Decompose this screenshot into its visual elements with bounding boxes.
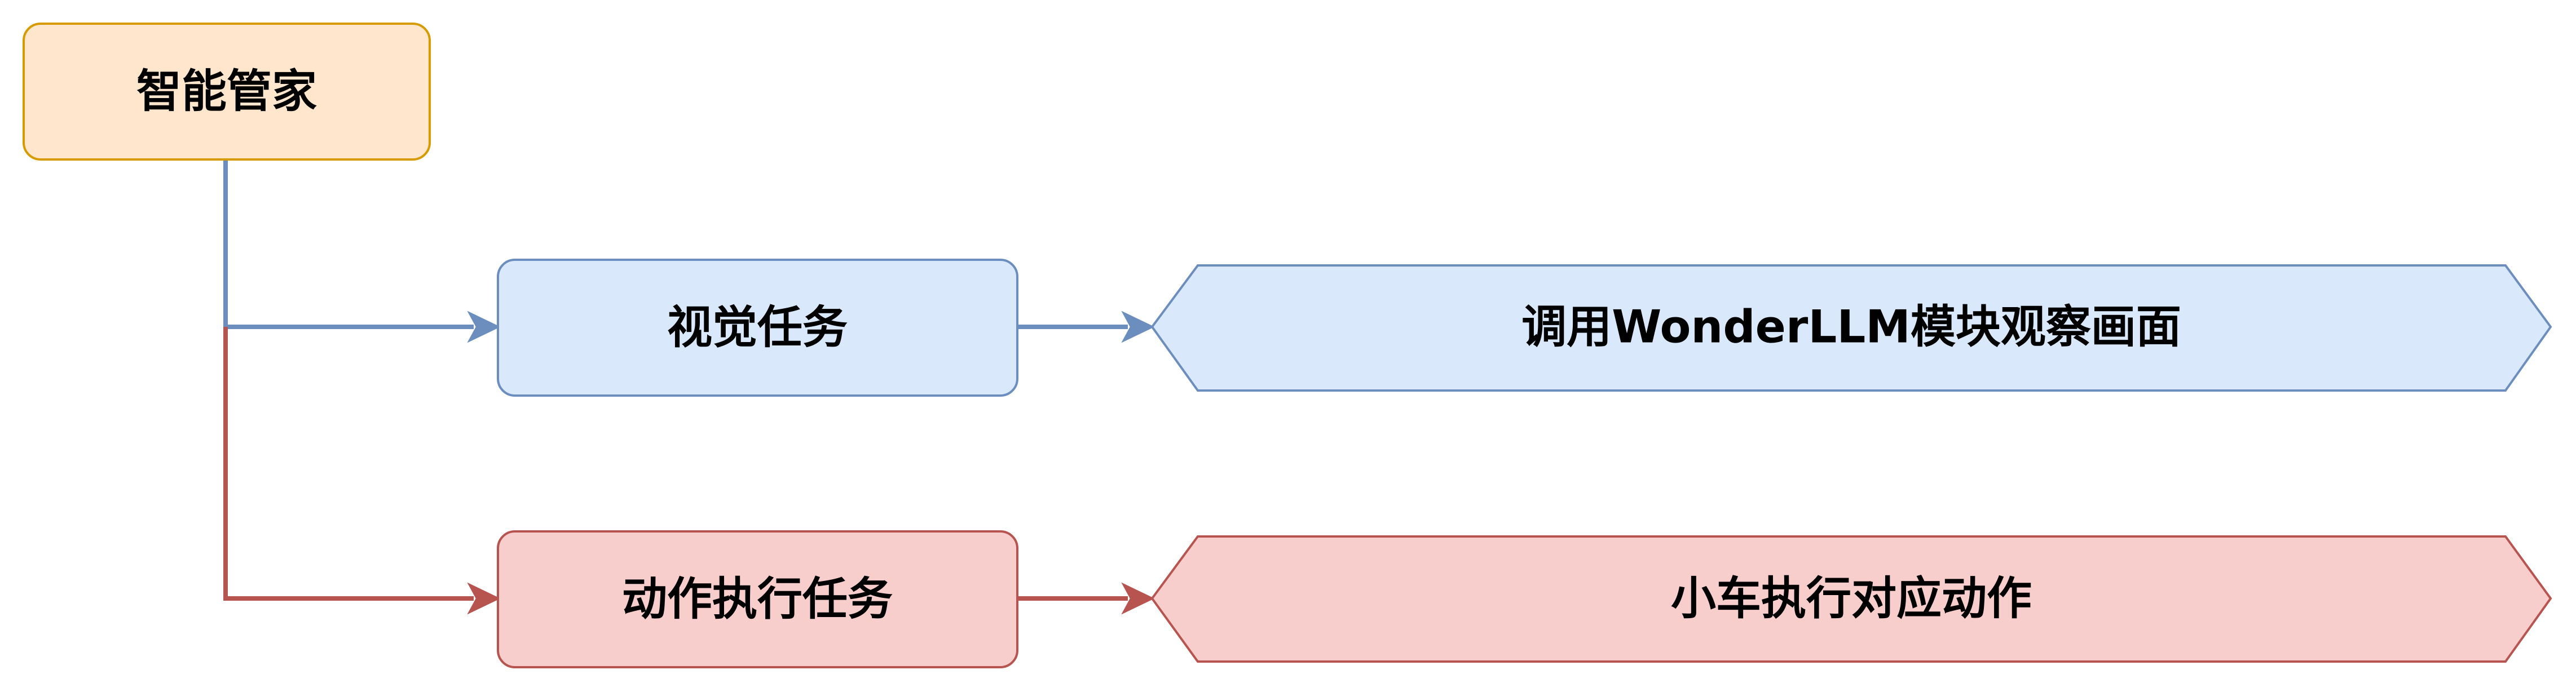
node-action-task-box — [497, 530, 1018, 668]
node-action-task-label: 动作执行任务 — [622, 573, 893, 626]
arrowhead-vision-task — [467, 310, 501, 343]
node-vision-task-box — [497, 259, 1018, 397]
node-root: 智能管家 — [23, 23, 431, 161]
node-root-box — [23, 23, 431, 161]
node-action-task: 动作执行任务 — [497, 530, 1018, 668]
connectors — [223, 159, 1155, 615]
node-vision-task-label: 视觉任务 — [667, 301, 848, 354]
arrowhead-action-result — [1121, 582, 1155, 615]
arrowhead-action-task — [467, 582, 501, 615]
node-action-result: 小车执行对应动作 — [1150, 535, 2552, 663]
node-vision-result: 调用WonderLLM模块观察画面 — [1150, 264, 2552, 392]
node-vision-result-label: 调用WonderLLM模块观察画面 — [1521, 301, 2181, 353]
node-vision-result-shape — [1150, 264, 2552, 392]
node-action-result-shape — [1150, 535, 2552, 663]
arrowhead-vision-result — [1121, 310, 1155, 343]
node-action-result-label: 小车执行对应动作 — [1671, 573, 2032, 625]
edge-root-to-vision-task — [223, 159, 474, 329]
edge-root-to-action-task — [223, 327, 474, 601]
node-root-label: 智能管家 — [136, 65, 317, 118]
node-vision-task: 视觉任务 — [497, 259, 1018, 397]
